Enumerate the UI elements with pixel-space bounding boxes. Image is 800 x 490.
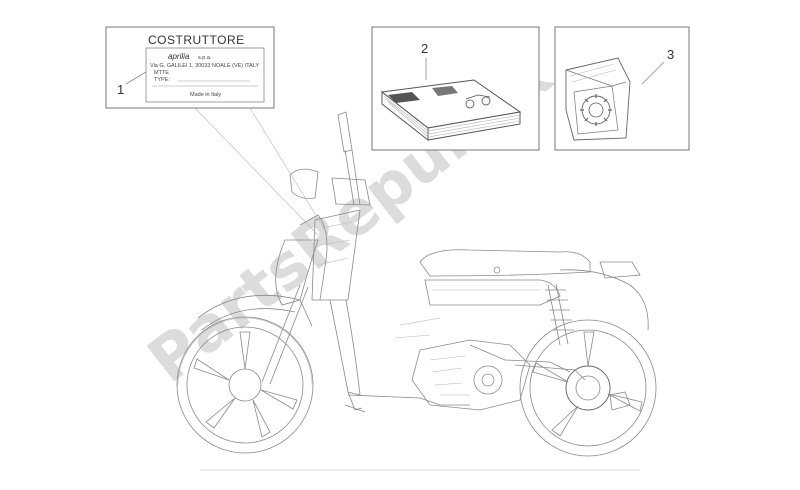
front-wheel: [176, 316, 314, 454]
callout-box-2: 2: [371, 26, 540, 151]
manufacturer-plate: aprilia s.p.a. Via G. GALILEI 1, 30033 N…: [145, 47, 265, 103]
plate-footer: Made in Italy: [190, 92, 221, 98]
plate-brand: aprilia: [168, 52, 190, 61]
callout-number-1: 1: [117, 82, 124, 97]
rear-wheel: [519, 319, 657, 457]
callout-box-3: 3: [554, 26, 690, 151]
sticker-kit-icon: [565, 57, 631, 141]
plate-type: TYPE:: [154, 77, 170, 83]
plate-heading: COSTRUTTORE: [148, 33, 245, 47]
callout-number-2: 2: [421, 41, 428, 56]
leader-line-plate-b: [249, 107, 329, 236]
callout-number-3: 3: [667, 47, 674, 62]
plate-mtte: MTTE: [154, 70, 169, 76]
callout-1-leader: [125, 71, 147, 85]
callout-box-1: COSTRUTTORE aprilia s.p.a. Via G. GALILE…: [105, 26, 275, 109]
leader-line-plate-a: [194, 107, 319, 236]
owners-manual-icon: [380, 79, 522, 142]
callout-3-leader: [641, 61, 665, 85]
engine: [411, 339, 586, 411]
plate-brand-suffix: s.p.a.: [198, 55, 212, 61]
scooter-drawing: [176, 111, 657, 471]
plate-address: Via G. GALILEI 1, 30033 NOALE (VE) ITALY: [150, 63, 259, 69]
